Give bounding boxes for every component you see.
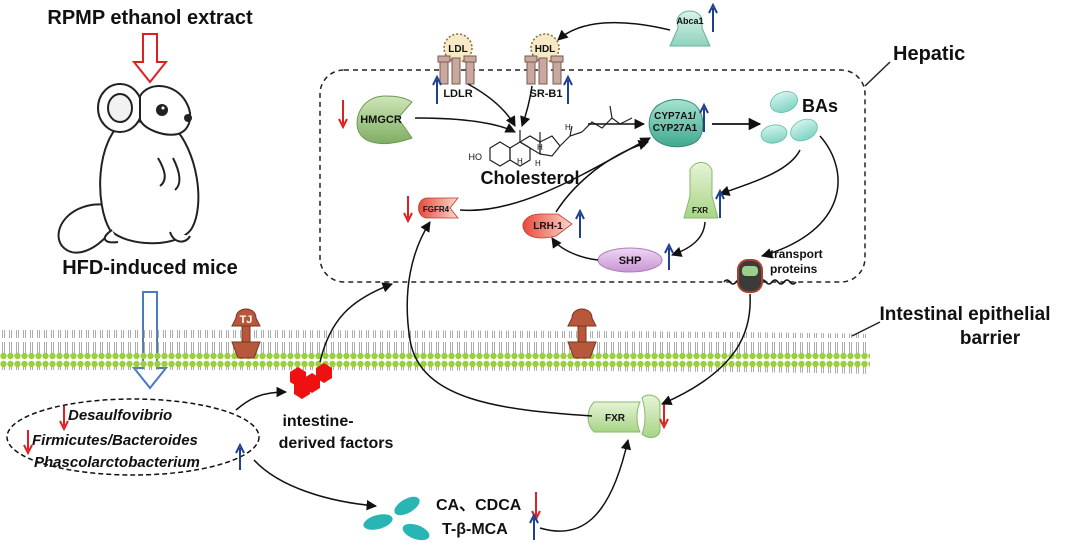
cholesterol-h2-label: H — [535, 159, 541, 168]
cholesterol-h1-label: H — [537, 143, 543, 152]
tj-label: TJ — [240, 314, 253, 326]
abca1-up-arrow — [708, 2, 718, 32]
hmgcr-label: HMGCR — [360, 114, 402, 126]
cholesterol-h4-label: H — [565, 123, 571, 132]
factors-to-hepatic-arrow — [319, 282, 393, 363]
bacteria-to-bileacids-arrow — [253, 459, 378, 511]
tight-junction-icon — [231, 308, 261, 359]
lrh1-protein — [522, 213, 573, 239]
hepatic-box — [319, 69, 866, 283]
intestinal-bile-acid-icon — [363, 496, 430, 541]
intestinal-membrane — [0, 330, 870, 374]
bacteria-group — [6, 398, 260, 476]
fgfr4-label: FGFR4 — [423, 205, 450, 214]
srb1-label: SR-B1 — [529, 88, 562, 100]
cyp-enzyme — [648, 99, 704, 148]
factors-label-line2: derived factors — [279, 435, 394, 452]
tbmca-label: T-β-MCA — [442, 521, 508, 538]
bas-label: BAs — [802, 96, 838, 116]
ldlr-up-arrow — [432, 74, 442, 104]
bacteria-label-1: Desaulfovibrio — [68, 407, 172, 424]
bas-to-fxr-arrow — [719, 149, 801, 196]
transport-label-line1: transport — [770, 247, 823, 261]
intestinal-fxr-receptor: FXR — [587, 394, 661, 438]
transport-channel-icon — [737, 259, 763, 293]
bacteria-label-2: Firmicutes/Bacteroides — [32, 432, 198, 449]
bacteria-label-3: Phascolarctobacterium — [34, 454, 200, 471]
desaulfovibrio-down-arrow — [59, 406, 69, 432]
mouse-icon — [57, 83, 200, 254]
shp-label: SHP — [619, 255, 642, 267]
cholesterol-ho-label: HO — [469, 152, 483, 162]
extract-label: RPMP ethanol extract — [47, 7, 253, 29]
cyp-label-line2: CYP27A1 — [653, 123, 698, 134]
srb1-to-cholesterol-arrow — [520, 85, 533, 127]
cholesterol-structure-icon — [489, 105, 633, 167]
factors-label-line1: intestine- — [282, 413, 353, 430]
barrier-label-line1: Intestinal epithelial — [879, 304, 1050, 325]
ldlr-receptor-icon — [437, 55, 477, 85]
bile-acid-cluster-icon — [760, 91, 818, 144]
cyp-label-line1: CYP7A1/ — [654, 111, 696, 122]
barrier-label-line2: barrier — [960, 328, 1021, 349]
fgfr4-down-arrow — [403, 196, 413, 224]
intestinal-fxr-down-arrow — [659, 402, 669, 430]
fxr-to-fgfr4-arrow — [406, 221, 593, 417]
cholesterol-h3-label: H — [517, 157, 523, 166]
barrier-leader — [851, 321, 881, 337]
abca1-to-hdl-arrow — [557, 21, 671, 41]
fgfr4-to-cyp-arrow — [459, 137, 651, 212]
hepatic-leader — [864, 61, 891, 87]
lrh1-up-arrow — [575, 208, 585, 238]
fxr-to-shp-arrow — [671, 221, 706, 257]
tbmca-up-arrow — [529, 512, 539, 540]
hepatic-label: Hepatic — [893, 43, 965, 65]
bacteria-to-factors-arrow — [235, 386, 288, 411]
extract-down-arrow — [131, 33, 169, 84]
hepatic-fxr-label: FXR — [692, 206, 708, 215]
bileacids-to-fxr-arrow — [539, 438, 632, 532]
hmgcr-enzyme — [356, 95, 413, 144]
ldlr-label: LDLR — [443, 88, 472, 100]
tight-junction-icon-2 — [567, 308, 597, 359]
transport-to-fxr-arrow — [661, 293, 751, 406]
shp-up-arrow — [664, 242, 674, 270]
mice-label: HFD-induced mice — [62, 257, 238, 279]
ldl-label: LDL — [448, 44, 467, 55]
hepatic-fxr-up-arrow — [715, 188, 725, 218]
hexagon-cluster-icon — [290, 363, 332, 399]
hdl-label: HDL — [535, 44, 556, 55]
cholesterol-label: Cholesterol — [480, 168, 579, 188]
hmgcr-to-cholesterol-arrow — [414, 117, 516, 133]
lrh1-label: LRH-1 — [533, 221, 563, 232]
abca1-label: Abca1 — [676, 16, 703, 26]
bas-to-transport-arrow — [760, 135, 839, 259]
shp-to-lrh1-arrow — [551, 237, 599, 261]
phascolarctobacterium-up-arrow — [235, 442, 245, 470]
intestinal-fxr-label: FXR — [605, 413, 626, 424]
cyp-up-arrow — [699, 102, 709, 132]
ldlr-to-cholesterol-arrow — [467, 83, 516, 127]
firmicutes-down-arrow — [23, 430, 33, 456]
transport-label-line2: proteins — [770, 262, 818, 276]
hepatic-fxr-receptor: FXR — [683, 162, 719, 219]
srb1-up-arrow — [563, 74, 573, 104]
ca-cdca-label: CA、CDCA — [436, 497, 522, 514]
hmgcr-down-arrow — [338, 100, 348, 130]
fgfr4-receptor — [418, 197, 459, 219]
abca1-receptor: Abca1 — [669, 2, 718, 47]
srb1-receptor-icon — [524, 55, 564, 85]
